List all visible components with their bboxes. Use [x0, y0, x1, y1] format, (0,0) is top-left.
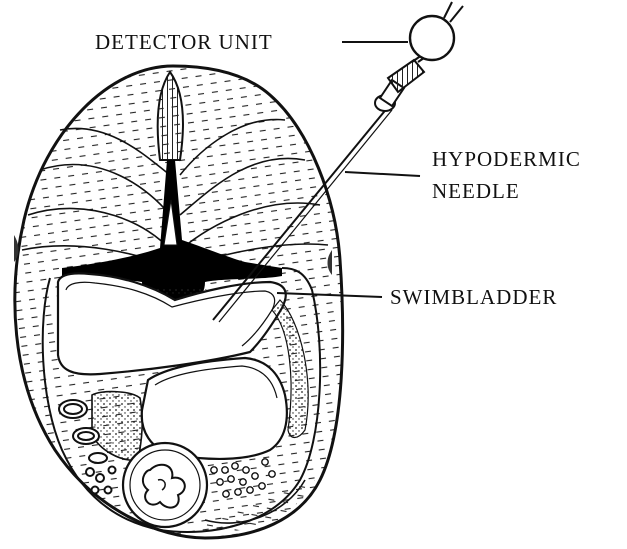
label-swimbladder: SWIMBLADDER — [390, 285, 557, 309]
leader-needle — [345, 172, 420, 176]
label-detector-unit: DETECTOR UNIT — [95, 30, 273, 54]
detector-unit — [410, 2, 463, 62]
label-needle: NEEDLE — [432, 179, 520, 203]
label-hypodermic: HYPODERMIC — [432, 147, 581, 171]
intestine — [123, 443, 207, 527]
